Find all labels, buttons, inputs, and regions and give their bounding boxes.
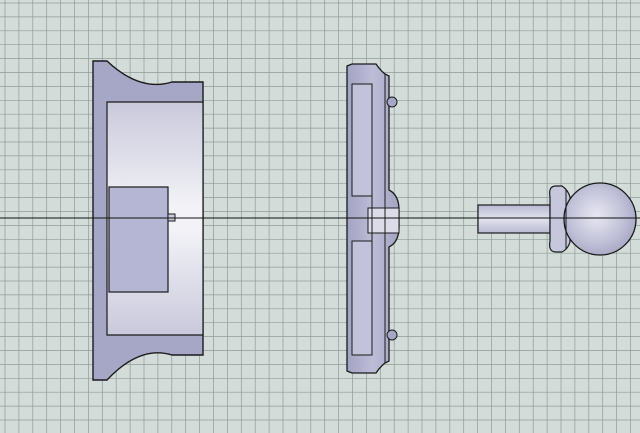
disc-rim-bump-top [386, 96, 398, 108]
disc-center-bore [367, 207, 400, 234]
housing-part[interactable] [92, 60, 204, 381]
knob-part[interactable] [477, 182, 637, 256]
knob-stem [477, 204, 551, 234]
disc-rim-bump-bottom [386, 329, 398, 341]
disc-inner-face-lower [351, 240, 373, 356]
disc-inner-face [351, 83, 373, 197]
housing-inner-block [108, 186, 169, 293]
knob-ball [563, 182, 637, 256]
knob-collar [549, 185, 571, 253]
